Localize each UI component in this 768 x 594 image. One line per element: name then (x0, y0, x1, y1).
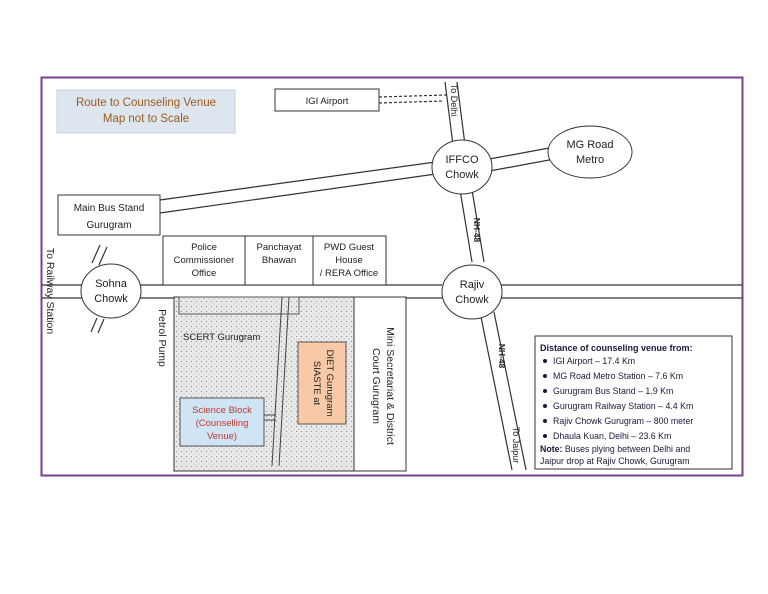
mg-road-metro-marker (547, 125, 633, 179)
nh48-road (444, 81, 527, 471)
science-block-line-1: Science Block (192, 405, 252, 416)
upper-road (159, 145, 561, 214)
main-bus-stand-line-2: Gurugram (86, 220, 131, 231)
sohna-chowk-marker (80, 263, 142, 319)
iffco-chowk-line-1: IFFCO (446, 154, 479, 166)
distance-item-2: MG Road Metro Station – 7.6 Km (553, 371, 683, 381)
to-jaipur-label: To Jaipur (511, 427, 521, 464)
police-office-line-3: Office (192, 268, 217, 279)
sohna-chowk-line-2: Chowk (94, 293, 128, 305)
sohna-side-road (90, 244, 108, 334)
petrol-pump-label: Petrol Pump (156, 309, 168, 367)
siaste-line-1: SIASTE at (311, 361, 322, 406)
iffco-chowk-line-2: Chowk (445, 169, 479, 181)
rajiv-chowk-line-2: Chowk (455, 294, 489, 306)
rajiv-chowk-marker (441, 264, 503, 320)
police-office-line-1: Police (191, 242, 217, 253)
bullet (543, 374, 547, 378)
iffco-chowk-marker (431, 139, 493, 195)
mg-road-metro-line-2: Metro (576, 154, 604, 166)
mg-road-metro-line-1: MG Road (566, 139, 613, 151)
distance-heading: Distance of counseling venue from: (540, 343, 693, 353)
airport-connector (378, 94, 447, 104)
siaste-line-2: DIET Gurugram (324, 350, 335, 417)
rajiv-chowk-line-1: Rajiv (460, 279, 485, 291)
distance-note: Note: Buses plying between Delhi and (540, 444, 690, 454)
pwd-guest-house-line-3: / RERA Office (320, 268, 378, 279)
bullet (543, 389, 547, 393)
nh48-lower-label: NH-48 (497, 344, 507, 369)
science-block-line-3: Venue) (207, 431, 237, 442)
distance-item-4: Gurugram Railway Station – 4.4 Km (553, 401, 693, 411)
bullet (543, 404, 547, 408)
title-line-2: Map not to Scale (103, 113, 189, 125)
police-office-line-2: Commissioner (174, 255, 235, 266)
distance-list: IGI Airport – 17.4 Km MG Road Metro Stat… (543, 356, 693, 441)
distance-note-text: Buses plying between Delhi and (562, 444, 690, 454)
bullet (543, 419, 547, 423)
bullet (543, 359, 547, 363)
to-railway-station-label: To Railway Station (44, 248, 56, 335)
distance-box (534, 335, 733, 470)
panchayat-bhawan-box (244, 235, 314, 286)
pwd-guest-house-line-2: House (335, 255, 362, 266)
scert-inner-outline (178, 296, 300, 315)
pwd-guest-house-box (312, 235, 387, 286)
science-block-box (179, 397, 265, 447)
panchayat-bhawan-line-1: Panchayat (257, 242, 302, 253)
nh48-upper-label: NH-48 (472, 218, 482, 243)
title-box (56, 89, 236, 134)
igi-airport-label: IGI Airport (306, 96, 349, 107)
distance-item-6: Dhaula Kuan, Delhi – 23.6 Km (553, 431, 671, 441)
title-line-1: Route to Counseling Venue (76, 97, 216, 109)
to-delhi-label: To Delhi (449, 84, 459, 117)
science-block-line-2: (Counselling (196, 418, 249, 429)
igi-airport-box (274, 88, 380, 112)
distance-item-1: IGI Airport – 17.4 Km (553, 356, 635, 366)
scert-label: SCERT Gurugram (183, 332, 260, 343)
pwd-guest-house-line-1: PWD Guest (324, 242, 375, 253)
distance-item-5: Rajiv Chowk Gurugram – 800 meter (553, 416, 693, 426)
main-bus-stand-box (57, 194, 161, 236)
sohna-chowk-line-1: Sohna (95, 278, 128, 290)
distance-item-3: Gurugram Bus Stand – 1.9 Km (553, 386, 673, 396)
distance-note-label: Note: (540, 444, 563, 454)
main-bus-stand-line-1: Main Bus Stand (74, 203, 145, 214)
panchayat-bhawan-line-2: Bhawan (262, 255, 296, 266)
mini-secretariat-line-1: Mini Secretariat & District (384, 327, 396, 445)
bullet (543, 434, 547, 438)
mini-secretariat-line-2: Court Gurugram (370, 348, 382, 424)
internal-path (264, 296, 290, 467)
siaste-box (297, 341, 347, 425)
distance-note-line-2: Jaipur drop at Rajiv Chowk, Gurugram (540, 456, 690, 466)
